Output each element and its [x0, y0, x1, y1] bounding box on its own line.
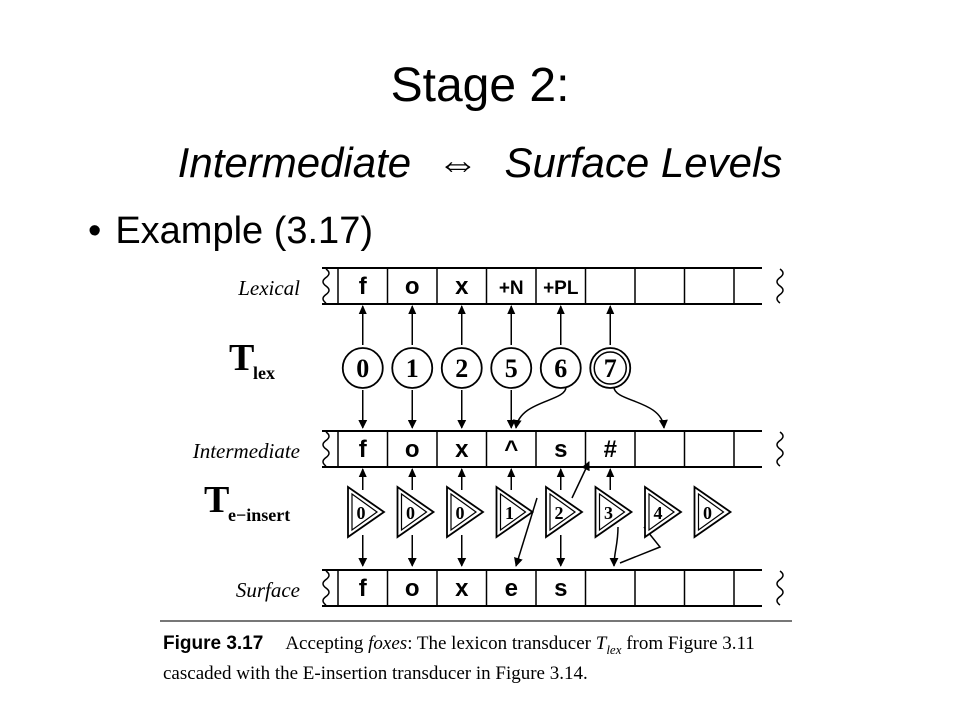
surface-cell-1: o — [405, 575, 420, 602]
svg-text:2: 2 — [455, 354, 468, 383]
caption-italic: foxes — [368, 633, 408, 654]
einsert-state-5: 3 — [594, 485, 634, 539]
diag-arrow-4b — [619, 526, 662, 564]
lexical-label: Lexical — [237, 276, 300, 300]
svg-text:4: 4 — [654, 503, 663, 523]
einsert-state-4: 2 — [545, 485, 584, 539]
caption-mid: : The lexicon transducer — [407, 633, 596, 654]
svg-text:0: 0 — [703, 503, 712, 523]
lexical-tape: f o x +N +PL — [322, 267, 784, 305]
intermediate-label: Intermediate — [192, 439, 300, 463]
inter-arrowhead-5 — [606, 468, 615, 477]
tlex-state-3: 5 — [490, 347, 533, 389]
caption-t-sub: lex — [606, 641, 622, 657]
svg-text:1: 1 — [505, 503, 514, 523]
lexical-cell-3: +N — [499, 278, 524, 299]
curve-arrow-7 — [613, 386, 668, 429]
surface-cell-3: e — [505, 575, 518, 602]
einsert-state-3: 1 — [495, 485, 535, 539]
surface-cell-4: s — [554, 575, 567, 602]
intermediate-cell-1: o — [405, 436, 420, 463]
figure-number: Figure 3.17 — [163, 633, 264, 654]
surface-cell-2: x — [455, 575, 469, 602]
bullet-dot-icon: • — [88, 210, 102, 252]
bullet-text: Example (3.17) — [115, 210, 373, 252]
t-lex-label: T — [229, 337, 254, 379]
svg-text:1: 1 — [406, 354, 419, 383]
lex-arrowhead-5 — [606, 305, 615, 314]
intermediate-cell-5: # — [604, 436, 617, 463]
intermediate-cell-2: x — [455, 436, 469, 463]
inter-arrowhead-3 — [507, 468, 516, 477]
svg-text:0: 0 — [456, 503, 465, 523]
lex-arrowhead-4 — [556, 305, 565, 314]
t-einsert-label: T — [204, 479, 229, 521]
tlex-state-2: 2 — [440, 347, 483, 389]
einsert-state-2: 0 — [446, 485, 485, 539]
diag-arrow-3 — [571, 461, 590, 499]
lex-arrowhead-0 — [358, 305, 367, 314]
caption-post: from Figure 3.11 — [621, 633, 755, 654]
curve-arrow-6 — [512, 386, 567, 429]
double-arrow-icon: ⇔ — [436, 139, 479, 186]
surface-cell-0: f — [359, 575, 368, 602]
intermediate-tape: f o x ^ s # — [322, 430, 784, 468]
tlex-state-4: 6 — [539, 347, 582, 389]
caption-line-2: cascaded with the E-insertion transducer… — [163, 662, 588, 684]
tlex-state-0: 0 — [341, 347, 384, 389]
lex-arrowhead-1 — [408, 305, 417, 314]
lexical-cell-4: +PL — [543, 278, 579, 299]
caption-pre: Accepting — [285, 633, 369, 654]
caption-line-1: Figure 3.17 Accepting foxes: The lexicon … — [163, 632, 803, 662]
intermediate-cell-4: s — [554, 436, 567, 463]
bullet-item: • Example (3.17) — [88, 212, 373, 250]
tlex-state-1: 1 — [391, 347, 434, 389]
subtitle-right: Surface Levels — [504, 139, 783, 186]
t-einsert-label-subscript: e−insert — [228, 505, 290, 525]
subtitle-left: Intermediate — [177, 139, 412, 186]
svg-text:5: 5 — [505, 354, 518, 383]
surface-label: Surface — [236, 578, 300, 602]
svg-text:0: 0 — [406, 503, 415, 523]
figure-caption: Figure 3.17 Accepting foxes: The lexicon … — [163, 632, 803, 686]
inter-arrowhead-0 — [358, 468, 367, 477]
lexical-cell-1: o — [405, 273, 420, 300]
diag-arrow-4 — [609, 526, 619, 567]
einsert-state-1: 0 — [396, 485, 436, 539]
lexical-cell-0: f — [359, 273, 368, 300]
svg-text:6: 6 — [554, 354, 567, 383]
intermediate-cell-3: ^ — [504, 436, 518, 463]
svg-text:2: 2 — [555, 503, 564, 523]
slide-title: Stage 2: — [390, 59, 570, 112]
inter-arrowhead-4 — [556, 468, 565, 477]
tlex-state-5: 7 — [589, 347, 632, 389]
svg-text:3: 3 — [604, 503, 613, 523]
einsert-state-0: 0 — [347, 485, 386, 539]
inter-arrowhead-1 — [408, 468, 417, 477]
svg-text:7: 7 — [604, 354, 617, 383]
lexical-cell-2: x — [455, 273, 469, 300]
caption-t: T — [595, 633, 607, 654]
inter-arrowhead-2 — [457, 468, 466, 477]
diag-arrow-2 — [514, 497, 538, 567]
svg-text:0: 0 — [357, 503, 366, 523]
svg-text:0: 0 — [356, 354, 369, 383]
slide-subtitle: Intermediate ⇔ Surface Levels — [0, 142, 960, 184]
lex-arrowhead-3 — [507, 305, 516, 314]
einsert-state-6: 4 — [644, 485, 683, 539]
einsert-state-7: 0 — [693, 485, 733, 539]
t-lex-label-subscript: lex — [253, 363, 275, 383]
lex-arrowhead-2 — [457, 305, 466, 314]
intermediate-cell-0: f — [359, 436, 368, 463]
